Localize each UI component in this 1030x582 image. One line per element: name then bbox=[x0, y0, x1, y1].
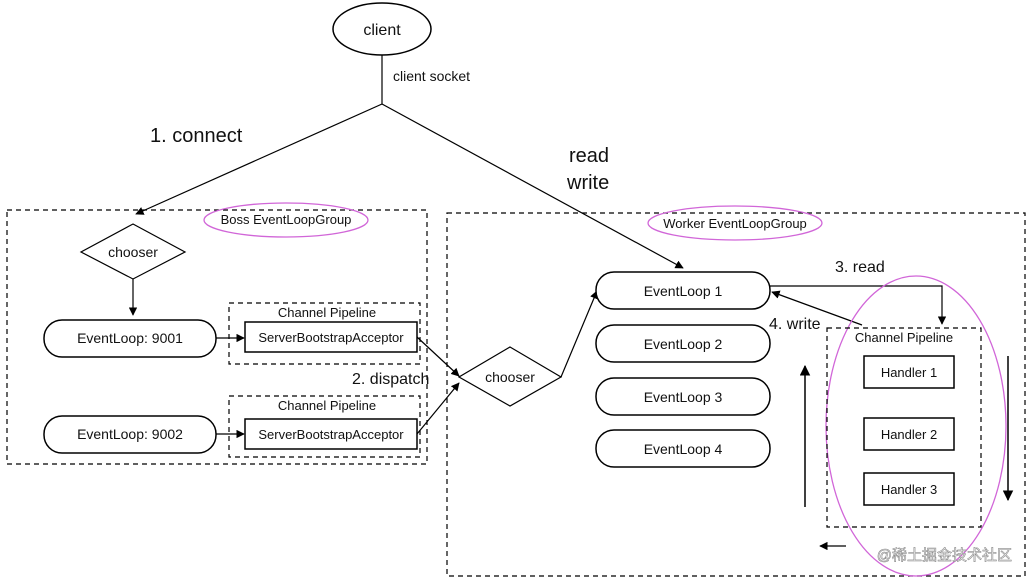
boss-pipeline-1-title: Channel Pipeline bbox=[278, 305, 376, 320]
read-write-edge bbox=[381, 103, 684, 269]
write4-label: 4. write bbox=[769, 316, 821, 333]
boss-group-highlight bbox=[203, 202, 369, 238]
worker-group-highlight bbox=[647, 205, 823, 241]
boss-eventloop-9002-label: EventLoop: 9002 bbox=[77, 426, 183, 442]
dispatch-arrow-1 bbox=[416, 336, 460, 377]
handler-3 bbox=[863, 472, 955, 506]
worker-eventloop-1 bbox=[595, 271, 771, 310]
dispatch-label: 2. dispatch bbox=[352, 371, 429, 388]
handler-3-label: Handler 3 bbox=[881, 482, 937, 497]
watermark-text: @稀土掘金技术社区 bbox=[877, 547, 1012, 564]
worker-group bbox=[446, 212, 1026, 577]
worker-pipeline bbox=[826, 327, 982, 528]
write-edge bbox=[771, 290, 863, 326]
client-socket-label: client socket bbox=[393, 68, 470, 84]
dispatch-arrow-2 bbox=[416, 382, 460, 435]
connect-edge bbox=[135, 103, 383, 215]
read3-label: 3. read bbox=[835, 259, 885, 276]
acceptor-2-label: ServerBootstrapAcceptor bbox=[258, 427, 404, 442]
worker-chooser bbox=[457, 346, 563, 407]
worker-eventloop-4 bbox=[595, 429, 771, 468]
worker-pipeline-title: Channel Pipeline bbox=[855, 330, 953, 345]
worker-eventloop-2-label: EventLoop 2 bbox=[644, 336, 723, 352]
handler-2-label: Handler 2 bbox=[881, 427, 937, 442]
worker-eventloop-3 bbox=[595, 377, 771, 416]
boss-chooser-label: chooser bbox=[108, 244, 158, 260]
write-label: write bbox=[566, 172, 609, 194]
worker-group-label: Worker EventLoopGroup bbox=[663, 216, 807, 231]
worker-eventloop-3-label: EventLoop 3 bbox=[644, 389, 723, 405]
boss-pipeline-2-title: Channel Pipeline bbox=[278, 398, 376, 413]
chooser-to-eventloop1-arrow bbox=[560, 290, 598, 378]
client-label: client bbox=[363, 22, 401, 39]
handler-1 bbox=[863, 355, 955, 389]
read-edge bbox=[770, 285, 947, 325]
worker-eventloop-1-label: EventLoop 1 bbox=[644, 283, 723, 299]
connect-label: 1. connect bbox=[150, 125, 243, 147]
acceptor-1-label: ServerBootstrapAcceptor bbox=[258, 330, 404, 345]
handler-2 bbox=[863, 417, 955, 451]
boss-eventloop-9001-label: EventLoop: 9001 bbox=[77, 330, 183, 346]
worker-chooser-label: chooser bbox=[485, 369, 535, 385]
pipeline-highlight bbox=[825, 275, 1007, 577]
handler-1-label: Handler 1 bbox=[881, 365, 937, 380]
boss-group-label: Boss EventLoopGroup bbox=[221, 212, 352, 227]
boss-group bbox=[6, 209, 428, 465]
read-label: read bbox=[569, 145, 609, 167]
worker-eventloop-2 bbox=[595, 324, 771, 363]
acceptor-2 bbox=[244, 418, 418, 450]
worker-eventloop-4-label: EventLoop 4 bbox=[644, 441, 723, 457]
